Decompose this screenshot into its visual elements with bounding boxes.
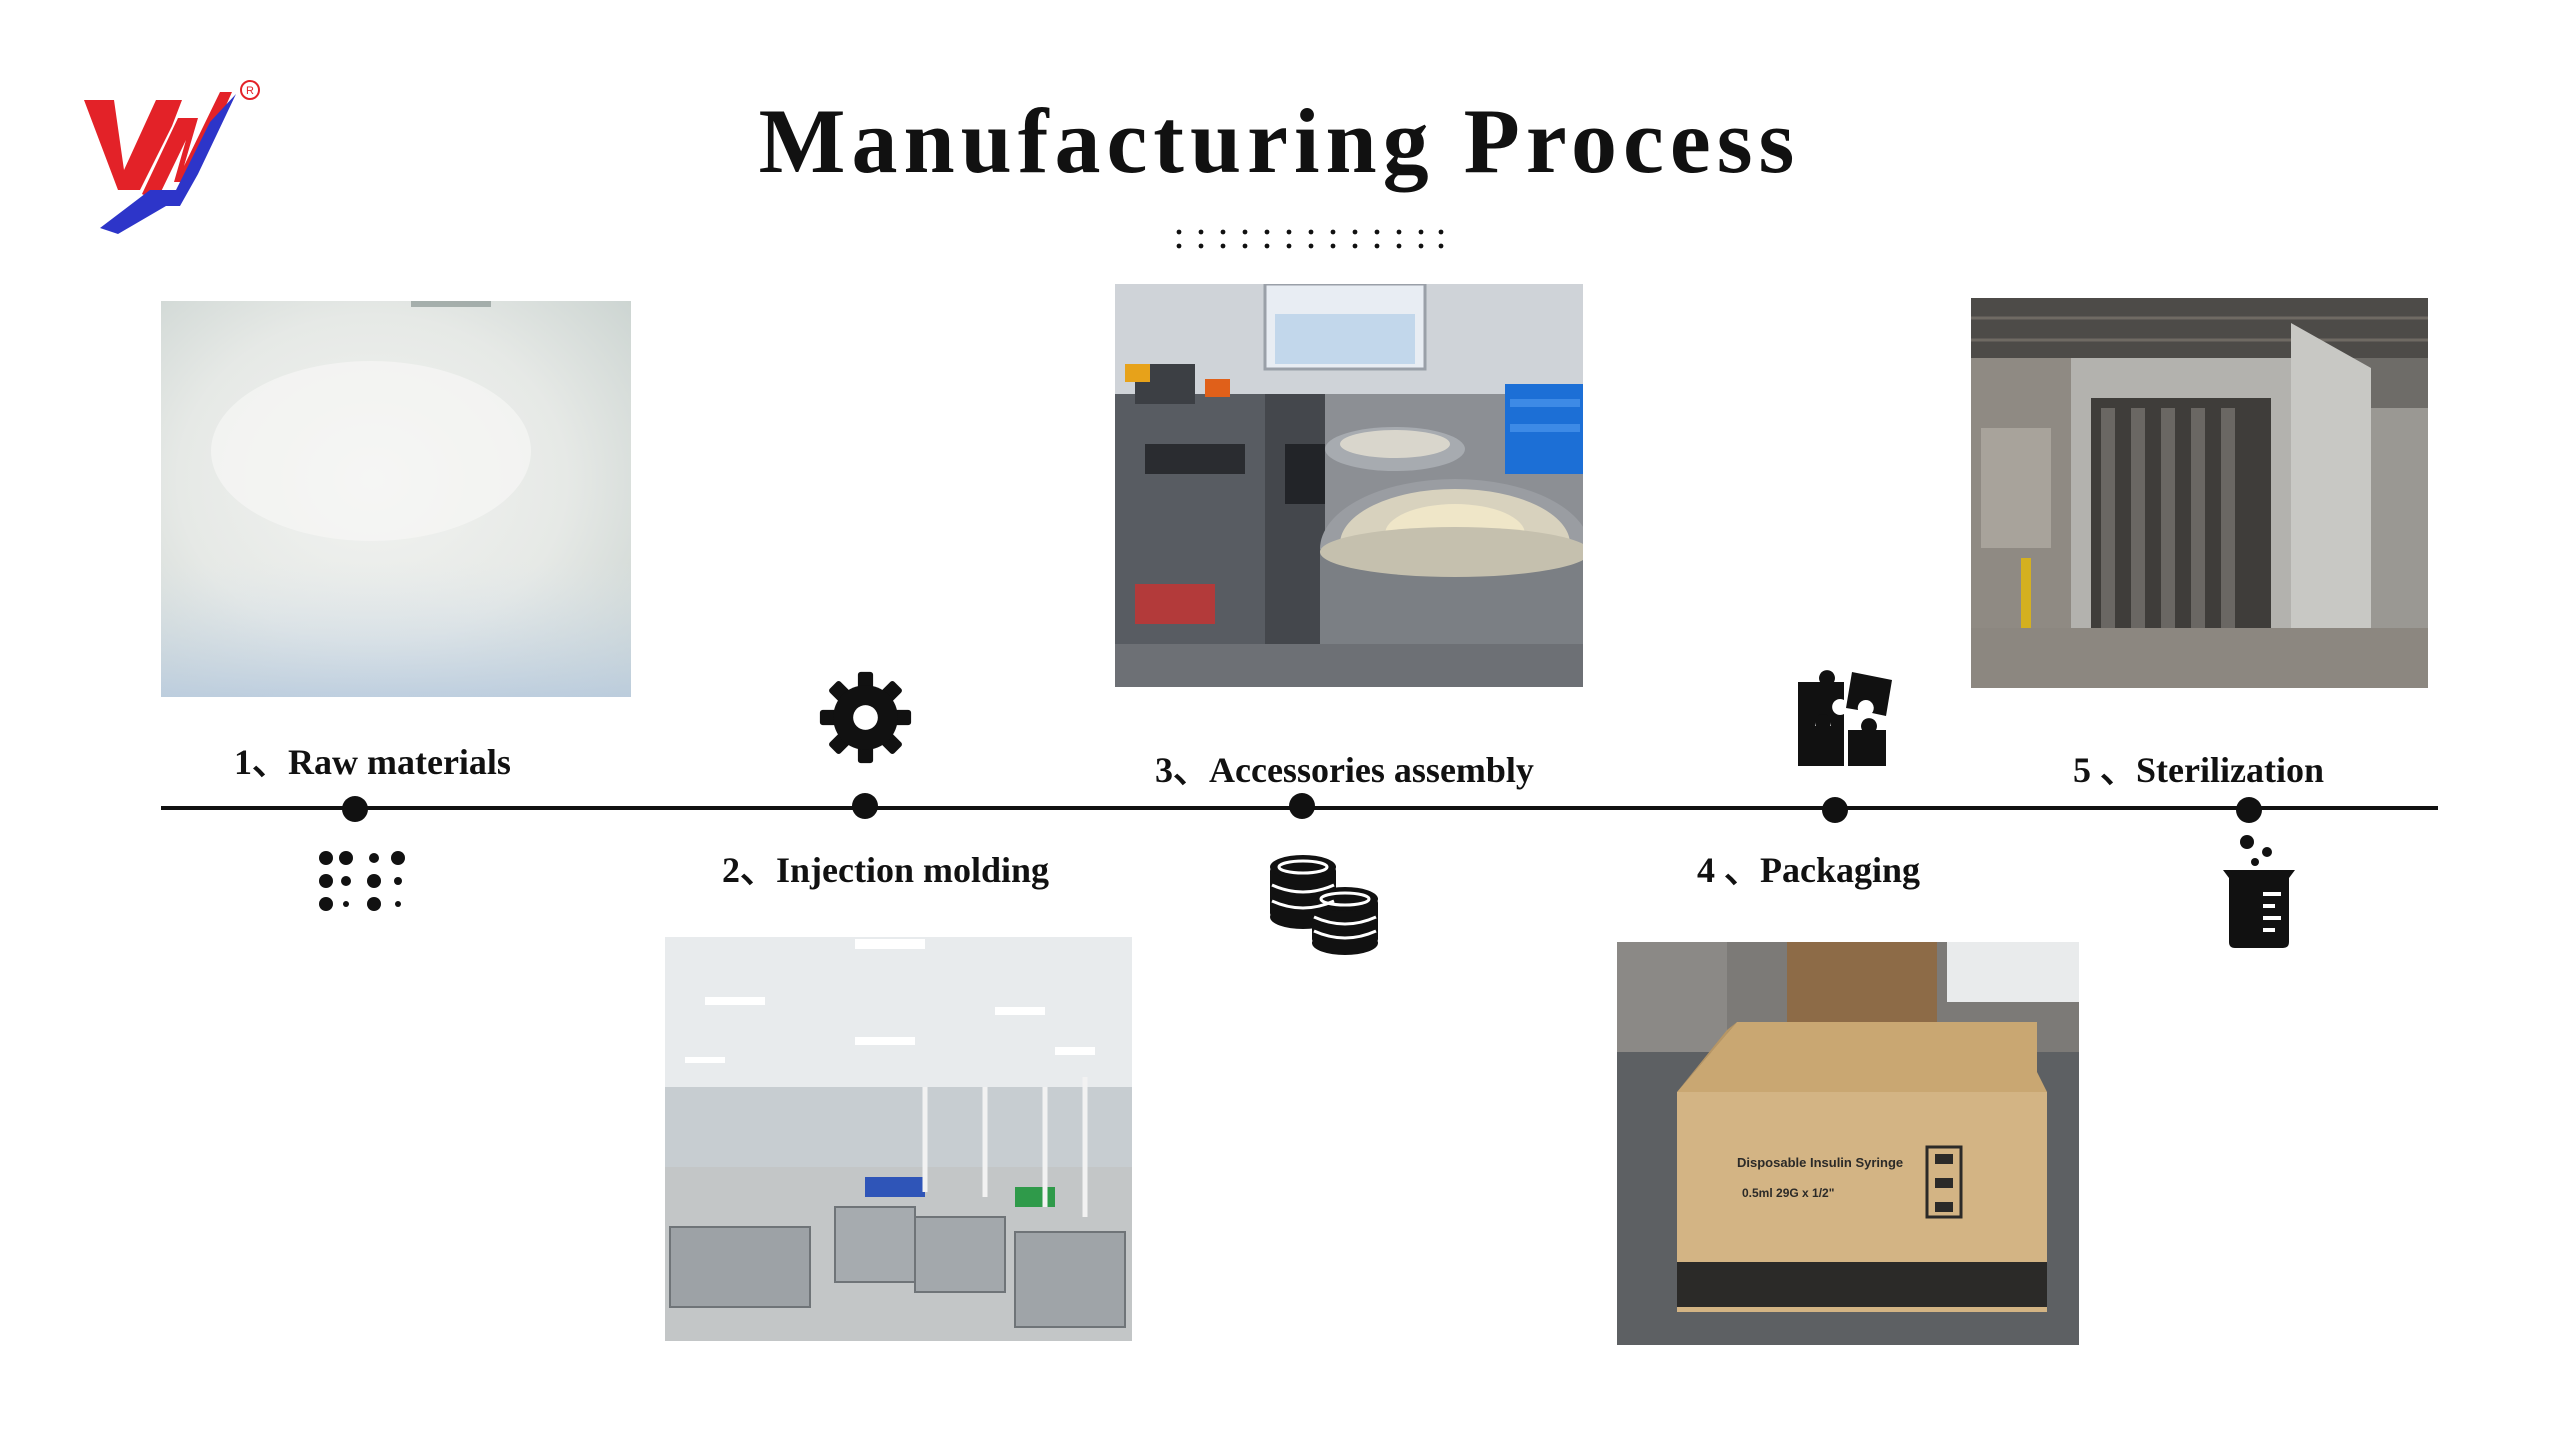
timeline-dot-step-4 [1822, 797, 1848, 823]
puzzle-icon [1796, 668, 1896, 768]
step-label-sterilization: 5 、Sterilization [2073, 750, 2324, 790]
timeline-dot-step-2 [852, 793, 878, 819]
timeline-dot-step-1 [342, 796, 368, 822]
gear-icon [818, 670, 913, 765]
box-product-text: Disposable Insulin Syringe [1737, 1155, 1903, 1170]
timeline-dot-step-5 [2236, 797, 2262, 823]
title-dotted-divider [1175, 228, 1445, 250]
raw-material-photo [161, 301, 631, 697]
box-spec-text: 0.5ml 29G x 1/2" [1742, 1186, 1834, 1200]
svg-text:R: R [246, 85, 254, 97]
timeline-dot-step-3 [1289, 793, 1315, 819]
page-title: Manufacturing Process [758, 90, 1801, 192]
company-logo: R [80, 78, 265, 238]
sterilization-chamber-photo [1971, 298, 2428, 688]
coins-icon [1268, 855, 1380, 955]
packaging-box-photo: Disposable Insulin Syringe 0.5ml 29G x 1… [1617, 942, 2079, 1345]
step-label-raw-materials: 1、Raw materials [234, 742, 511, 782]
beaker-icon [2219, 830, 2299, 950]
step-label-packaging: 4 、Packaging [1697, 850, 1921, 890]
step-label-injection-molding: 2、Injection molding [722, 850, 1050, 890]
assembly-machine-photo [1115, 284, 1583, 687]
step-label-accessories-assembly: 3、Accessories assembly [1155, 750, 1534, 790]
braille-dots-icon [318, 850, 408, 912]
injection-workshop-photo [665, 937, 1132, 1341]
